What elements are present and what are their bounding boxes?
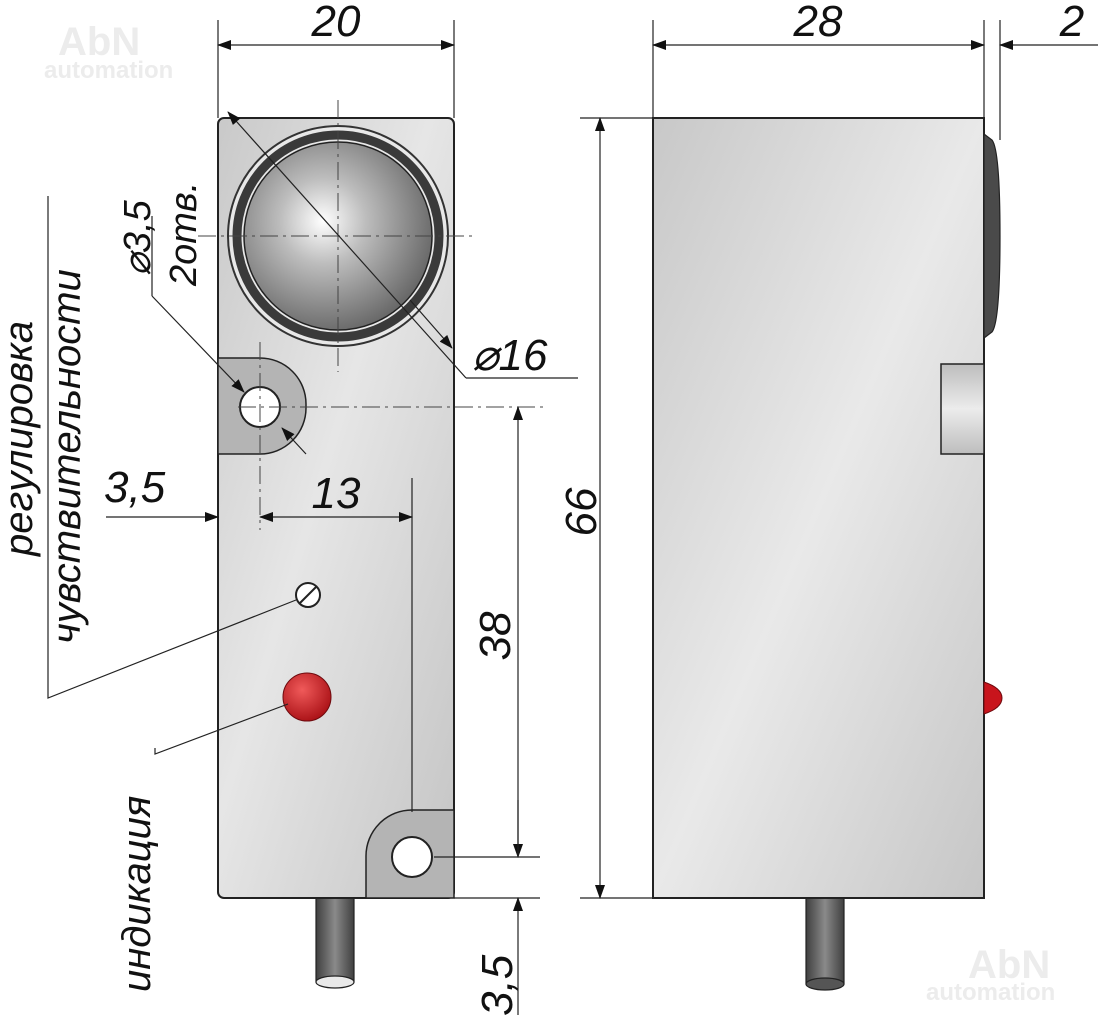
watermark-brand-2: AbN xyxy=(968,943,1050,987)
dim-side-depth: 28 xyxy=(793,0,843,46)
label-sensitivity-2: чувствительности xyxy=(45,269,89,644)
side-body xyxy=(652,117,985,899)
watermark-top-left: AbN automation xyxy=(44,20,173,84)
dim-hole-edge-offset: 3,5 xyxy=(104,463,166,512)
side-lens-protrusion xyxy=(983,132,1001,340)
dim-hole-diameter: ⌀3,5 xyxy=(117,199,159,276)
watermark-bottom-right: AbN automation xyxy=(926,943,1055,1006)
dim-hole-center-offset: 13 xyxy=(312,469,361,518)
dim-front-width: 20 xyxy=(311,0,361,46)
side-mounting-tab xyxy=(940,363,985,455)
dim-height: 66 xyxy=(557,487,606,536)
dim-lens-protrusion: 2 xyxy=(1059,0,1084,46)
watermark-sub: automation xyxy=(44,57,173,84)
label-indication: индикация xyxy=(115,796,159,992)
side-cable xyxy=(805,897,845,991)
label-sensitivity-1: регулировка xyxy=(0,321,41,557)
watermark-sub-2: automation xyxy=(926,979,1055,1006)
sensitivity-screw-icon xyxy=(295,582,321,608)
front-cable xyxy=(315,897,355,989)
dim-hole-count: 2отв. xyxy=(163,182,205,287)
watermark-brand: AbN xyxy=(58,20,140,64)
mounting-hole-bottom xyxy=(391,836,433,878)
dim-hole-spacing: 38 xyxy=(471,611,520,660)
dim-bottom-offset: 3,5 xyxy=(473,954,522,1016)
indicator-led xyxy=(282,672,332,722)
dim-lens-diameter: ⌀16 xyxy=(472,331,548,380)
side-led xyxy=(983,681,1003,715)
